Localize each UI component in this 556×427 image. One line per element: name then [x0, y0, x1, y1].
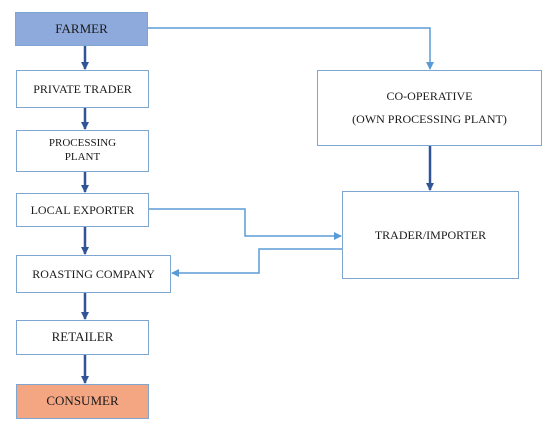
- arrow-local-exporter-to-trader-importer: [149, 208, 342, 240]
- private-trader-label: PRIVATE TRADER: [33, 81, 132, 96]
- consumer-node: CONSUMER: [16, 384, 149, 419]
- cooperative-label-line1: CO-OPERATIVE: [386, 89, 473, 103]
- processing-plant-label-line2: PLANT: [64, 151, 101, 163]
- processing-plant-label-line1: PROCESSING: [48, 137, 117, 150]
- retailer-label: RETAILER: [51, 329, 114, 345]
- farmer-label: FARMER: [55, 20, 108, 36]
- local-exporter-node: LOCAL EXPORTER: [16, 193, 149, 227]
- processing-plant-node: PROCESSING PLANT: [16, 130, 149, 172]
- trader-importer-node: TRADER/IMPORTER: [342, 191, 519, 279]
- arrow-trader-importer-to-roasting-company: [171, 248, 342, 277]
- trader-importer-label: TRADER/IMPORTER: [374, 227, 487, 242]
- cooperative-label-line2: (OWN PROCESSING PLANT): [352, 112, 507, 126]
- local-exporter-label: LOCAL EXPORTER: [30, 202, 135, 217]
- roasting-company-node: ROASTING COMPANY: [16, 255, 171, 293]
- retailer-node: RETAILER: [16, 320, 149, 355]
- roasting-company-label: ROASTING COMPANY: [32, 266, 155, 281]
- cooperative-node: CO-OPERATIVE (OWN PROCESSING PLANT): [317, 70, 542, 146]
- private-trader-node: PRIVATE TRADER: [16, 70, 149, 108]
- arrow-farmer-to-cooperative: [148, 27, 434, 70]
- farmer-node: FARMER: [15, 12, 148, 46]
- consumer-label: CONSUMER: [46, 393, 119, 409]
